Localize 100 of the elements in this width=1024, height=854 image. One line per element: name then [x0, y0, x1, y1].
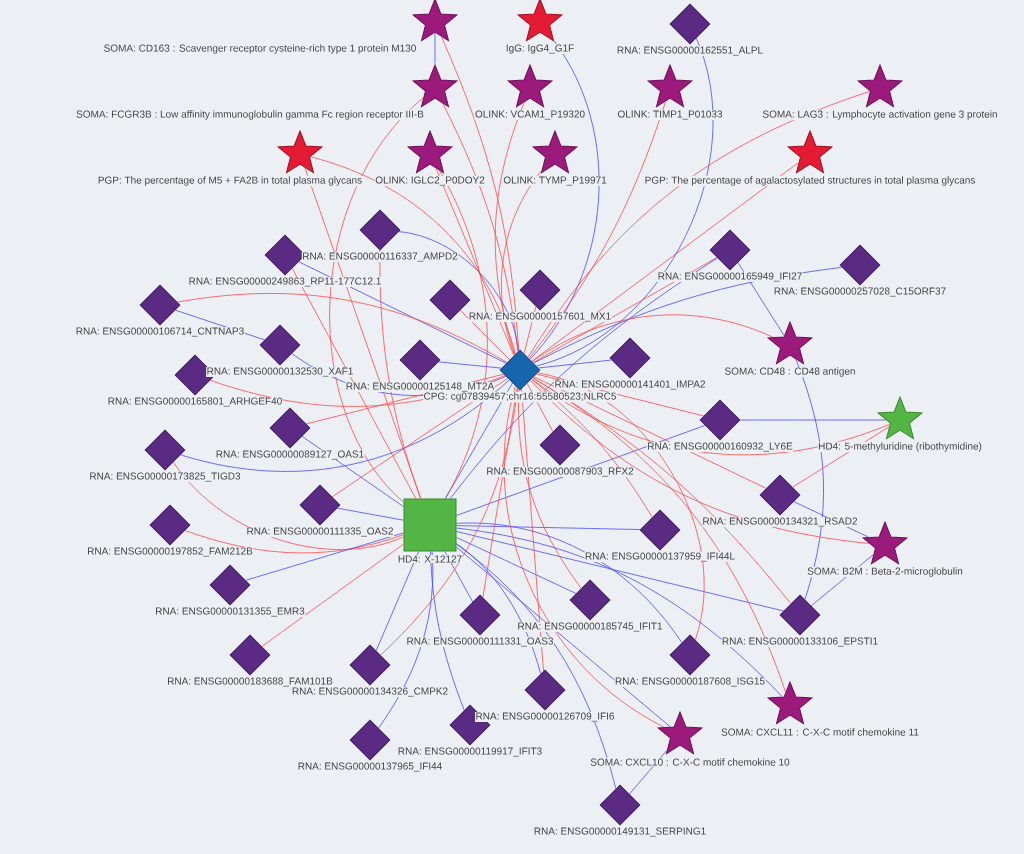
- star-node: [647, 64, 693, 108]
- node-label: RNA: ENSG00000111331_OAS3: [406, 637, 554, 647]
- connector-line: [434, 32, 436, 65]
- diamond-node: [229, 634, 271, 676]
- connector-line: [530, 378, 653, 518]
- diamond-node: [349, 644, 391, 686]
- connector-line: [298, 261, 507, 364]
- node-label: PGP: The percentage of M5 + FA2B in total plasma glycans: [97, 175, 363, 187]
- diamond-node: [779, 594, 821, 636]
- diamond-node: [569, 579, 611, 621]
- star-node: [517, 0, 563, 42]
- connector-line: [430, 551, 465, 711]
- diamond-node: [399, 339, 441, 381]
- diamond-node: [709, 229, 751, 271]
- connector-line: [456, 531, 784, 612]
- node-label: RNA: ENSG00000089127_OAS1: [215, 450, 365, 460]
- diamond-node: [349, 719, 391, 761]
- connector-line: [444, 551, 474, 603]
- node-label: SOMA: CD163 : Scavenger receptor cysteine-rich type 1 protein M130: [103, 43, 417, 55]
- connector-line: [398, 231, 519, 352]
- connector-line: [494, 101, 525, 355]
- diamond-node: [269, 407, 311, 449]
- diamond-node: [299, 484, 341, 526]
- star-node: [767, 321, 813, 365]
- node-label: RNA: ENSG00000132530_XAF1: [206, 367, 354, 377]
- node-label: RNA: ENSG00000116337_AMPD2: [301, 252, 459, 262]
- connector-line: [438, 361, 502, 369]
- connector-line: [180, 379, 510, 472]
- diamond-node: [144, 429, 186, 471]
- connector-line: [261, 543, 404, 647]
- connector-line: [792, 426, 890, 488]
- node-label: SOMA: LAG3 : Lymphocyte activation gene 3 protein: [761, 109, 999, 121]
- connector-line: [526, 382, 554, 433]
- connector-line: [456, 546, 671, 728]
- node-label: SOMA: FCGR3B : Low affinity immunoglobulin gamma Fc region receptor III-B: [75, 109, 425, 121]
- node-label: RNA: ENSG00000249863_RP11-177C12.1: [188, 277, 382, 287]
- diamond-node: [669, 634, 711, 676]
- connector-line: [442, 103, 519, 353]
- diamond-node: [139, 284, 181, 326]
- node-label: CPG: cg07839457;chr16:55580523;NLRC5: [423, 391, 617, 403]
- node-label: RNA: ENSG00000162551_ALPL: [616, 46, 764, 56]
- connector-line: [445, 382, 513, 499]
- connector-line: [456, 527, 783, 697]
- connector-line: [482, 387, 518, 598]
- node-label: RNA: ENSG00000126709_IFI6: [475, 712, 615, 722]
- node-label: RNA: ENSG00000173825_TIGD3: [88, 472, 242, 482]
- connector-line: [521, 388, 544, 672]
- node-label: RNA: ENSG00000134321_RSAD2: [701, 517, 859, 527]
- node-label: RNA: ENSG00000133106_EPSTI1: [721, 637, 879, 647]
- connector-line: [503, 385, 665, 728]
- connector-line: [184, 530, 404, 554]
- connector-line: [532, 377, 786, 693]
- node-label: PGP: The percentage of agalactosylated structures in total plasma glycans: [644, 175, 976, 187]
- diamond-node: [459, 594, 501, 636]
- node-label: SOMA: B2M : Beta-2-microglobulin: [806, 566, 964, 578]
- node-label: RNA: ENSG00000131355_EMR3: [154, 607, 306, 617]
- connector-line: [380, 387, 519, 656]
- connector-line: [532, 257, 718, 363]
- star-node: [407, 130, 453, 174]
- connector-line: [629, 750, 668, 795]
- node-label: RNA: ENSG00000257028_C15ORF37: [773, 287, 947, 297]
- connector-line: [379, 249, 421, 499]
- diamond-node: [149, 504, 191, 546]
- star-node: [877, 396, 923, 440]
- node-label: IgG: IgG4_G1F: [505, 43, 575, 55]
- node-label: RNA: ENSG00000149131_SERPING1: [533, 827, 707, 837]
- connector-line: [740, 419, 887, 421]
- connector-line: [536, 37, 713, 367]
- connector-line: [456, 543, 542, 675]
- node-label: RNA: ENSG00000134326_CMPK2: [291, 687, 449, 697]
- star-node: [532, 130, 578, 174]
- node-label: RNA: ENSG00000087903_RFX2: [485, 467, 635, 477]
- node-label: RNA: ENSG00000111335_OAS2: [246, 527, 394, 537]
- connector-line: [456, 525, 641, 530]
- diamond-node: [524, 669, 566, 711]
- connector-line: [529, 379, 870, 544]
- diamond-node: [609, 337, 651, 379]
- diamond-node: [429, 279, 471, 321]
- diamond-node: [209, 564, 251, 606]
- connector-line: [459, 309, 511, 361]
- node-label: SOMA: CXCL10 : C-X-C motif chemokine 10: [589, 757, 791, 767]
- connector-line: [456, 522, 683, 644]
- node-label: HD4: 5-methyluridine (ribothymidine): [817, 441, 983, 453]
- diamond-node: [519, 269, 561, 311]
- diamond-node: [839, 244, 881, 286]
- star-node: [412, 0, 458, 42]
- connector-line: [795, 358, 824, 600]
- diamond-node: [759, 474, 801, 516]
- connector-line: [527, 90, 871, 358]
- connector-line: [531, 162, 799, 362]
- star-node: [657, 711, 703, 755]
- connector-line: [737, 262, 785, 337]
- node-label: RNA: ENSG00000185745_IFIT1: [516, 622, 664, 632]
- node-label: RNA: ENSG00000137965_IFI44: [297, 762, 443, 772]
- connector-line: [378, 551, 434, 729]
- node-label: OLINK: TYMP_P19971: [502, 176, 608, 186]
- connector-line: [529, 40, 600, 360]
- connector-line: [435, 168, 515, 356]
- node-label: OLINK: VCAM1_P19320: [474, 110, 586, 120]
- connector-line: [245, 532, 404, 581]
